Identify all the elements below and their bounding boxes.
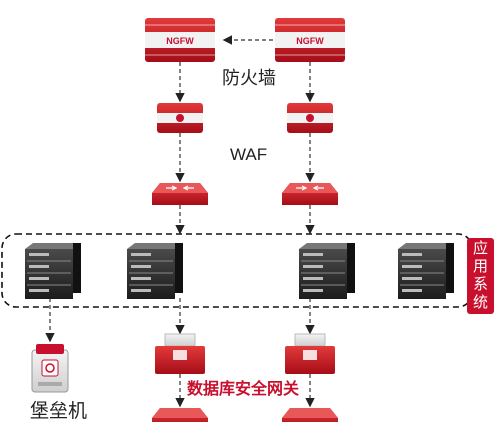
router-bottom-right: [282, 408, 338, 422]
connectors: [45, 35, 315, 408]
bastion-host-icon: [31, 344, 69, 393]
ngfw-appliance-left: NGFW: [145, 18, 215, 62]
router-right: [282, 183, 338, 205]
rack-server-1: [25, 243, 81, 299]
rack-server-2: [127, 243, 183, 299]
app-system-boundary: [1, 233, 473, 308]
rack-server-4: [398, 243, 454, 299]
bastion-label: 堡垒机: [30, 400, 88, 422]
waf-appliance-left: [157, 103, 203, 133]
ngfw-badge-right: NGFW: [296, 36, 324, 46]
app-system-label: 应用系统: [467, 238, 494, 314]
ngfw-appliance-right: NGFW: [275, 18, 345, 62]
db-gateway-appliance-right: [285, 333, 335, 374]
router-left: [152, 183, 208, 205]
waf-appliance-right: [287, 103, 333, 133]
firewall-label: 防火墙: [222, 68, 276, 89]
db-gateway-appliance-left: [155, 333, 205, 374]
waf-label: WAF: [230, 145, 268, 164]
router-bottom-left: [152, 408, 208, 422]
rack-server-3: [299, 243, 355, 299]
db-gateway-label: 数据库安全网关: [187, 379, 300, 398]
ngfw-badge-left: NGFW: [166, 36, 194, 46]
